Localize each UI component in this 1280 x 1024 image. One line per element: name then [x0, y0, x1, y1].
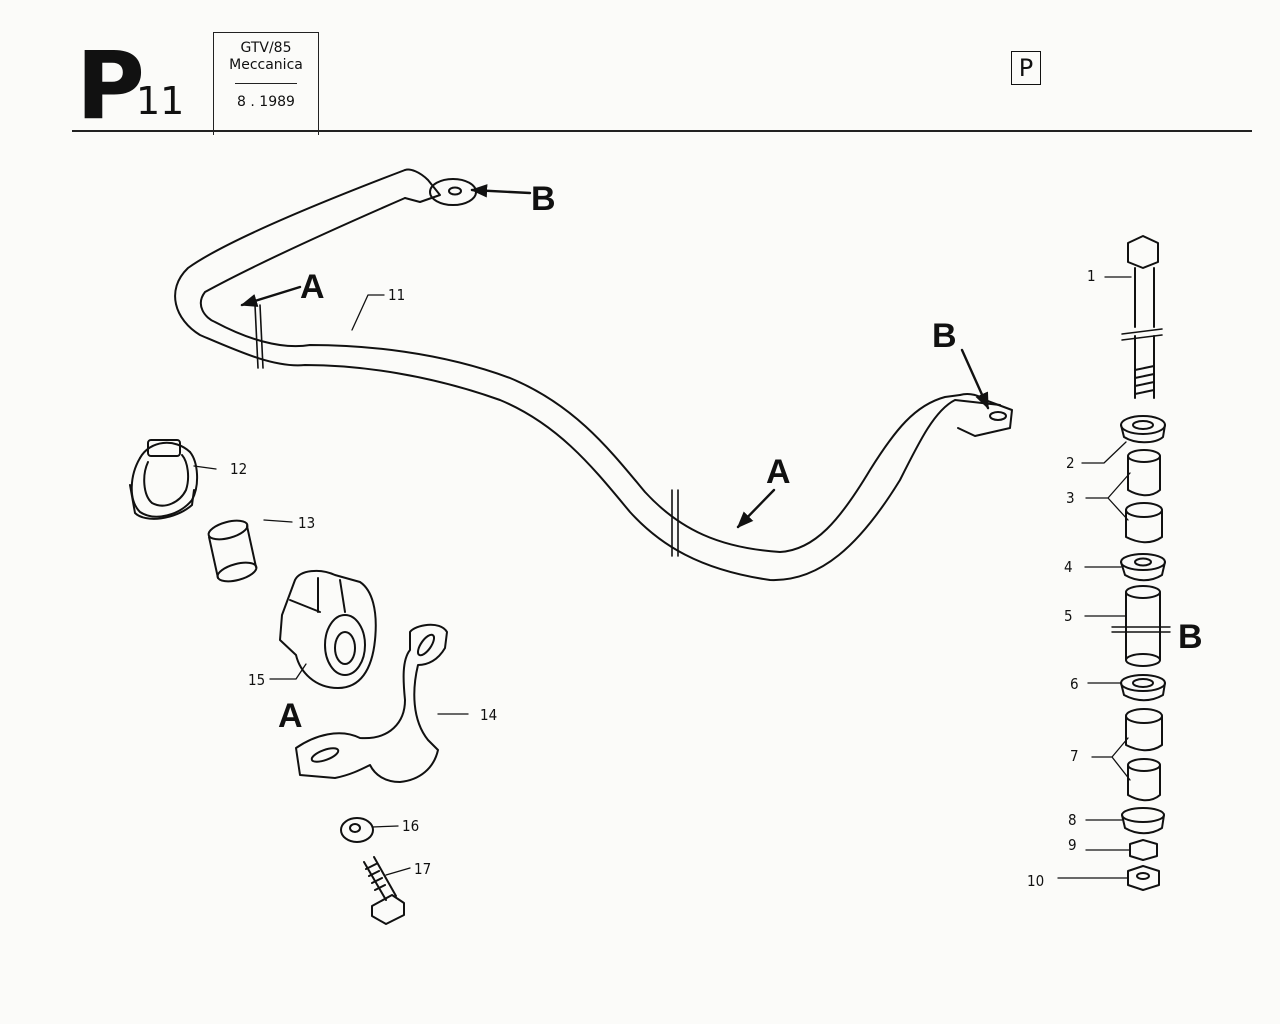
callout-7: 7	[1070, 747, 1079, 765]
callout-12: 12	[230, 460, 247, 478]
clamp-part-12	[129, 439, 198, 520]
header-rule	[72, 130, 1252, 132]
marker-b-top: B	[531, 180, 556, 218]
callout-8: 8	[1068, 811, 1077, 829]
callout-9: 9	[1068, 836, 1077, 854]
callout-2: 2	[1066, 454, 1075, 472]
section-arrows	[240, 184, 990, 529]
section-markers: A A A B B B	[278, 180, 1203, 735]
marker-a-left: A	[300, 268, 325, 306]
marker-a-mount: A	[278, 697, 303, 735]
group-box: P	[1011, 51, 1041, 85]
bracket-part-14	[295, 623, 448, 783]
date-label: 8 . 1989	[237, 94, 295, 110]
end-link-stack	[1111, 235, 1171, 891]
marker-b-stack: B	[1178, 618, 1203, 656]
callout-1: 1	[1087, 267, 1096, 285]
callout-13: 13	[298, 514, 315, 532]
rubber-mount-part-15	[279, 569, 377, 689]
bushing-part-13	[207, 519, 258, 583]
callout-11: 11	[388, 286, 405, 304]
model-stamp: GTV/85 Meccanica 8 . 1989	[213, 32, 319, 135]
part-callouts: 1 2 3 4 5 6 7 8 9 10 11 12 13 14 15 16 1…	[230, 267, 1096, 890]
stamp-divider	[235, 83, 297, 84]
callout-3: 3	[1066, 489, 1075, 507]
bolt-part-17	[363, 856, 405, 925]
callout-10: 10	[1027, 872, 1044, 890]
washer-part-16	[340, 817, 374, 843]
marker-a-center: A	[766, 453, 791, 491]
callout-16: 16	[402, 817, 419, 835]
category-label: Meccanica	[229, 57, 303, 73]
leader-lines	[193, 276, 1132, 879]
callout-6: 6	[1070, 675, 1079, 693]
section-number: 11	[136, 79, 185, 123]
callout-5: 5	[1064, 607, 1073, 625]
model-label: GTV/85	[240, 40, 292, 56]
callout-4: 4	[1064, 558, 1073, 576]
marker-b-right: B	[932, 317, 957, 355]
section-letter: P	[76, 32, 145, 141]
callout-15: 15	[248, 671, 265, 689]
callout-14: 14	[480, 706, 497, 724]
callout-17: 17	[414, 860, 431, 878]
